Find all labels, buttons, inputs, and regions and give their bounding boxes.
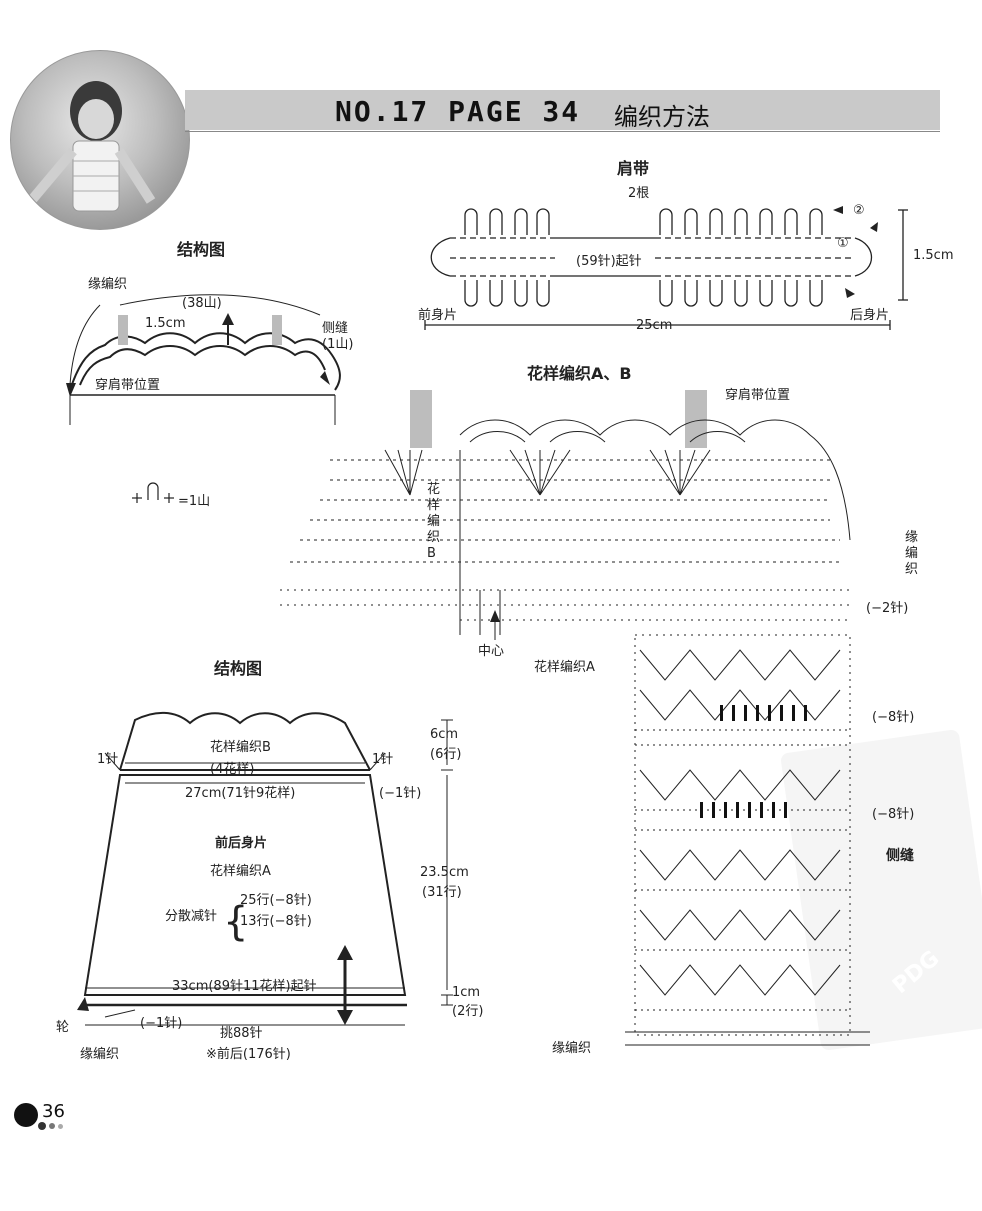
dec8b-label: (−8针): [872, 807, 915, 822]
header-band: [185, 90, 940, 130]
strap-title: 肩带: [617, 159, 650, 178]
child-photo: [10, 50, 190, 230]
pattern-number: NO.17 PAGE 34: [335, 95, 581, 128]
body-h1: 1cm: [452, 985, 481, 1000]
strap-front-label: 前身片: [418, 308, 458, 323]
body-dec1: (−1针): [379, 786, 422, 801]
svg-text:{: {: [223, 899, 248, 945]
strap-width: 25cm: [636, 318, 673, 333]
body-pickup: 挑88针: [220, 1026, 263, 1041]
body-r31: (31行): [422, 885, 462, 900]
dec2-label: (−2针): [866, 601, 909, 616]
body-pattern-a: 花样编织A: [210, 864, 271, 879]
top-edge-label: 缘编织: [88, 277, 128, 292]
page-dot-icon: [14, 1103, 38, 1127]
strap-row2: ②: [853, 203, 865, 218]
structure-top-title: 结构图: [177, 240, 226, 259]
top-count-label: (38山): [182, 296, 222, 311]
body-st1-left: 1针: [97, 752, 119, 767]
body-dec-bottom: (−1针): [140, 1016, 183, 1031]
structure-top-diagram: [66, 294, 341, 425]
dec8a-label: (−8针): [872, 710, 915, 725]
structure-body-diagram: {: [77, 711, 453, 1026]
page-dot-small-icon: [58, 1124, 63, 1129]
strap-chain-label: (59针)起针: [576, 254, 642, 269]
top-side-label: 侧缝: [322, 321, 349, 336]
body-round: 轮: [56, 1020, 70, 1035]
body-note: ※前后(176针): [206, 1047, 291, 1062]
body-cast-on: 33cm(89针11花样)起针: [172, 979, 317, 994]
top-strap-pos: 穿肩带位置: [95, 378, 161, 393]
top-side-count: (1山): [322, 337, 354, 352]
page-dot-small-icon: [38, 1122, 46, 1130]
shell-stitch-icon: [132, 482, 174, 503]
body-repeats: (4花样): [210, 762, 255, 777]
body-edge: 缘编织: [80, 1047, 120, 1062]
body-dec-row25: 25行(−8针): [240, 893, 312, 908]
page-title: 编织方法: [614, 103, 710, 131]
side-seam-label: 侧缝: [886, 848, 914, 864]
top-height-label: 1.5cm: [145, 316, 186, 331]
pattern-a-label: 花样编织A: [534, 660, 595, 675]
structure-body-title: 结构图: [214, 659, 263, 678]
page-dot-small-icon: [49, 1123, 55, 1129]
strap-row1: ①: [837, 236, 849, 251]
child-photo-icon: [27, 81, 156, 212]
body-dec-row13: 13行(−8针): [240, 914, 312, 929]
body-h235: 23.5cm: [420, 865, 469, 880]
bottom-edge-label: 缘编织: [552, 1041, 592, 1056]
body-r6: (6行): [430, 747, 462, 762]
strap-count: 2根: [628, 186, 650, 201]
legend-label: =1山: [178, 494, 211, 509]
body-st1-right: 1针: [372, 752, 394, 767]
strap-back-label: 后身片: [850, 308, 890, 323]
page-number: 36: [42, 1101, 65, 1122]
pattern-ab-chart: [280, 390, 870, 1046]
body-h6: 6cm: [430, 727, 459, 742]
body-dec-label: 分散减针: [165, 909, 218, 924]
body-panel: 前后身片: [215, 836, 268, 851]
body-r2: (2行): [452, 1004, 484, 1019]
pattern-b-label: 花样编织B: [427, 482, 441, 561]
pattern-ab-title: 花样编织A、B: [527, 364, 632, 383]
strap-height: 1.5cm: [913, 248, 954, 263]
center-label: 中心: [478, 644, 505, 659]
strap-chart: [424, 206, 908, 330]
header-divider: [185, 131, 940, 132]
body-width-top: 27cm(71针9花样): [185, 786, 296, 801]
side-edge-label: 缘编织: [905, 530, 919, 577]
pattern-strap-pos: 穿肩带位置: [725, 388, 791, 403]
body-pattern-b: 花样编织B: [210, 740, 271, 755]
